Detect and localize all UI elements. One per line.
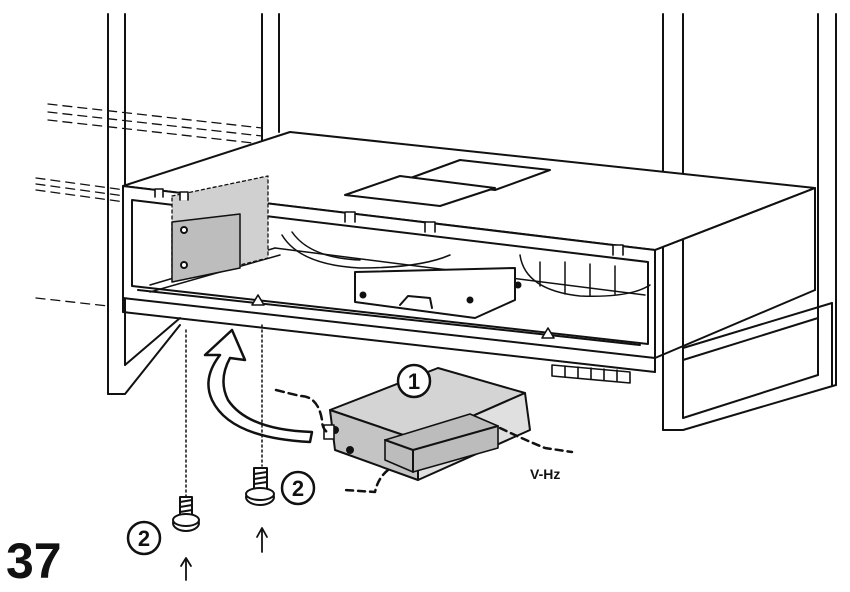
screw-left <box>172 496 200 532</box>
callout-circle-1 <box>396 363 432 399</box>
screw-right <box>245 467 275 506</box>
insertion-arrow <box>203 328 314 444</box>
dashed-guide-lines <box>35 103 263 307</box>
callout-label-2-left: 2 <box>138 526 150 551</box>
callout-label-2-right: 2 <box>292 476 304 501</box>
blower-left <box>281 231 451 269</box>
voltage-label: V-Hz <box>530 466 560 482</box>
callout-circle-2-left <box>126 520 162 556</box>
callout-circle-2-right <box>280 470 316 506</box>
motor-housing <box>354 267 522 319</box>
left-cabinet-panel <box>107 13 280 395</box>
step-number: 37 <box>6 533 62 589</box>
screw-arrow-right <box>256 527 268 553</box>
power-cables <box>274 388 574 494</box>
blower-right <box>519 254 651 298</box>
callout-label-1: 1 <box>408 369 420 394</box>
control-panel <box>551 364 631 384</box>
mounting-plate <box>171 175 269 283</box>
electrical-box <box>323 367 531 481</box>
right-cabinet-panel <box>662 13 837 431</box>
screw-guide-lines <box>185 324 263 497</box>
frame-clips <box>154 188 624 339</box>
screw-arrow-left <box>180 557 192 581</box>
